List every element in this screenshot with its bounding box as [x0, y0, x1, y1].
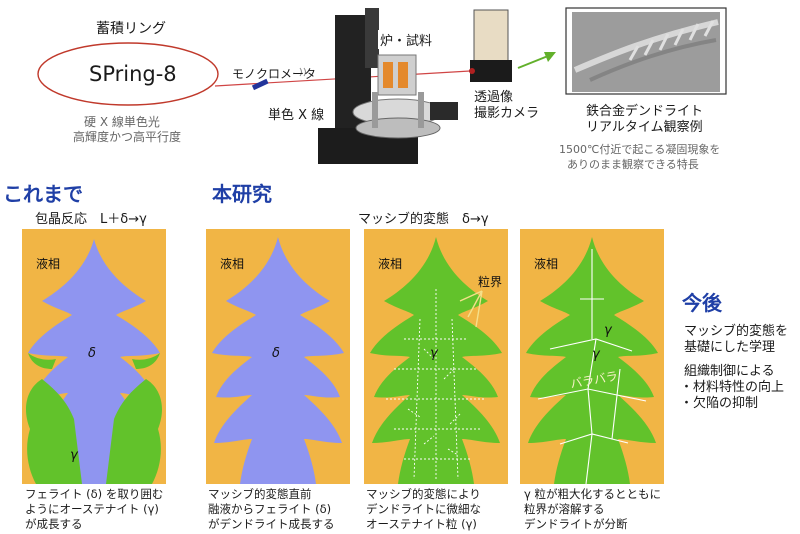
- furnace-apparatus: [318, 8, 458, 164]
- future-line4: ・材料特性の向上: [680, 380, 785, 395]
- caption2-line2: 融液からフェライト (δ): [208, 502, 332, 516]
- massive-transformation: マッシブ的変態 δ→γ: [358, 212, 489, 227]
- until-now-heading: これまで: [3, 182, 83, 206]
- spring8-label: SPring-8: [89, 62, 177, 86]
- caption-panel1: フェライト (δ) を取り囲む ようにオーステナイト (γ) が成長する: [25, 487, 163, 532]
- monochromator-crystal: [251, 78, 269, 91]
- this-study-heading: 本研究: [212, 182, 272, 206]
- peritectic-reaction: 包晶反応 L＋δ→γ: [35, 212, 147, 227]
- panel3-grain-boundary-label: 粒界: [478, 275, 503, 289]
- mono-xray-label: 単色 X 線: [268, 108, 325, 123]
- hard-xray-label-2: 高輝度かつ高平行度: [73, 130, 182, 144]
- transmission-camera: [469, 9, 512, 82]
- panel2-liquid-label: 液相: [220, 257, 245, 271]
- caption3-line1: マッシブ的変態により: [366, 487, 481, 501]
- panel4-gamma2-label: γ: [592, 347, 600, 362]
- panel3-gamma-label: γ: [430, 346, 438, 361]
- grain-boundary-arrows: [459, 290, 483, 328]
- caption2-line1: マッシブ的変態直前: [208, 487, 312, 501]
- break-mark: [299, 67, 306, 77]
- caption1-line3: が成長する: [25, 517, 83, 531]
- feature-label-2: ありのまま観察できる特長: [567, 158, 699, 171]
- caption3-line3: オーステナイト粒 (γ): [366, 517, 477, 531]
- panel1-gamma-label: γ: [70, 448, 78, 463]
- camera-label-2: 撮影カメラ: [474, 106, 540, 121]
- panel1-liquid-label: 液相: [36, 257, 61, 271]
- camera-label-1: 透過像: [474, 90, 514, 105]
- fine-grain-boundaries: [386, 289, 486, 480]
- observation-label-2: リアルタイム観察例: [586, 120, 703, 135]
- caption1-line1: フェライト (δ) を取り囲む: [25, 487, 164, 501]
- panel-before-transformation: 液相 δ: [206, 229, 350, 484]
- future-line2: 基礎にした学理: [684, 340, 776, 355]
- coarse-grain-boundaries: [537, 249, 647, 484]
- observation-label-1: 鉄合金デンドライト: [586, 104, 704, 119]
- future-line1: マッシブ的変態を: [684, 324, 789, 339]
- monochromator-label: モノクロメータ: [232, 67, 317, 81]
- feature-label-1: 1500℃付近で起こる凝固現象を: [559, 143, 721, 156]
- panel-peritectic: 液相 δ γ: [22, 229, 166, 484]
- panel1-delta-label: δ: [88, 346, 96, 361]
- caption-panel2: マッシブ的変態直前 融液からフェライト (δ) がデンドライト成長する: [208, 487, 335, 532]
- hard-xray-label-1: 硬 X 線単色光: [84, 115, 160, 129]
- panel4-liquid-label: 液相: [534, 257, 559, 271]
- future-line3: 組織制御による: [684, 364, 775, 379]
- caption4-line3: デンドライトが分断: [524, 517, 628, 531]
- storage-ring-label: 蓄積リング: [96, 21, 166, 37]
- caption4-line1: γ 粒が粗大化するとともに: [524, 487, 661, 501]
- panel3-liquid-label: 液相: [378, 257, 403, 271]
- caption-panel4: γ 粒が粗大化するとともに 粒界が溶解する デンドライトが分断: [524, 487, 661, 532]
- panel-massive-transformation: 液相 粒界 γ: [364, 229, 508, 484]
- storage-ring: [37, 42, 219, 106]
- beamline-diagram: [37, 7, 727, 164]
- panel-coarsening: 液相 γ γ バラバラ: [520, 229, 664, 484]
- panel2-delta-label: δ: [272, 346, 280, 361]
- caption4-line2: 粒界が溶解する: [524, 502, 605, 516]
- furnace-label: 炉・試料: [378, 30, 435, 49]
- panel4-gamma1-label: γ: [604, 323, 612, 338]
- arrow-to-image: [517, 55, 549, 69]
- caption1-line2: ようにオーステナイト (γ): [25, 502, 159, 516]
- caption2-line3: がデンドライト成長する: [208, 517, 335, 531]
- caption-panel3: マッシブ的変態により デンドライトに微細な オーステナイト粒 (γ): [366, 487, 481, 532]
- future-line5: ・欠陥の抑制: [680, 396, 759, 411]
- caption3-line2: デンドライトに微細な: [366, 502, 481, 516]
- future-heading: 今後: [682, 291, 722, 315]
